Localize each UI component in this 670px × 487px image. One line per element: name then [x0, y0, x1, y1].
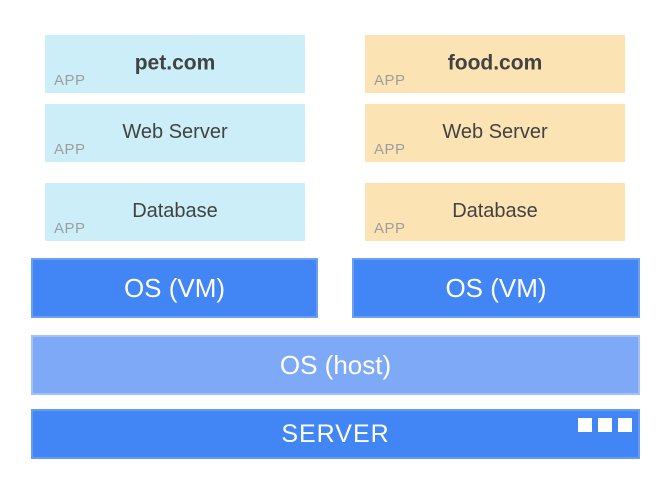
app-name-web-server: Web Server — [122, 121, 228, 144]
app-name-pet-com: pet.com — [134, 51, 216, 75]
app-box-database-left: APP Database — [45, 183, 305, 241]
os-host-layer: OS (host) — [31, 335, 640, 395]
os-vm-layer-right: OS (VM) — [352, 258, 640, 318]
app-tag-label: APP — [54, 141, 86, 158]
app-tag-label: APP — [374, 220, 406, 237]
app-box-web-server-right: APP Web Server — [365, 104, 625, 162]
app-tag-label: APP — [374, 141, 406, 158]
app-box-pet-com: APP pet.com — [45, 35, 305, 93]
os-vm-label: OS (VM) — [123, 272, 226, 303]
menu-dots-icon — [578, 418, 632, 432]
server-label: SERVER — [281, 419, 390, 448]
os-host-label: OS (host) — [279, 349, 392, 380]
server-layer: SERVER — [31, 409, 640, 459]
app-tag-label: APP — [54, 220, 86, 237]
menu-dot — [618, 418, 632, 432]
app-box-database-right: APP Database — [365, 183, 625, 241]
app-box-web-server-left: APP Web Server — [45, 104, 305, 162]
app-name-web-server: Web Server — [442, 121, 548, 144]
app-name-food-com: food.com — [447, 51, 543, 75]
os-vm-label: OS (VM) — [445, 272, 547, 303]
app-tag-label: APP — [54, 72, 86, 89]
app-tag-label: APP — [374, 72, 406, 89]
app-name-database: Database — [452, 200, 538, 223]
app-name-database: Database — [132, 200, 218, 223]
menu-dot — [598, 418, 612, 432]
os-vm-layer-left: OS (VM) — [31, 258, 318, 318]
app-box-food-com: APP food.com — [365, 35, 625, 93]
menu-dot — [578, 418, 592, 432]
